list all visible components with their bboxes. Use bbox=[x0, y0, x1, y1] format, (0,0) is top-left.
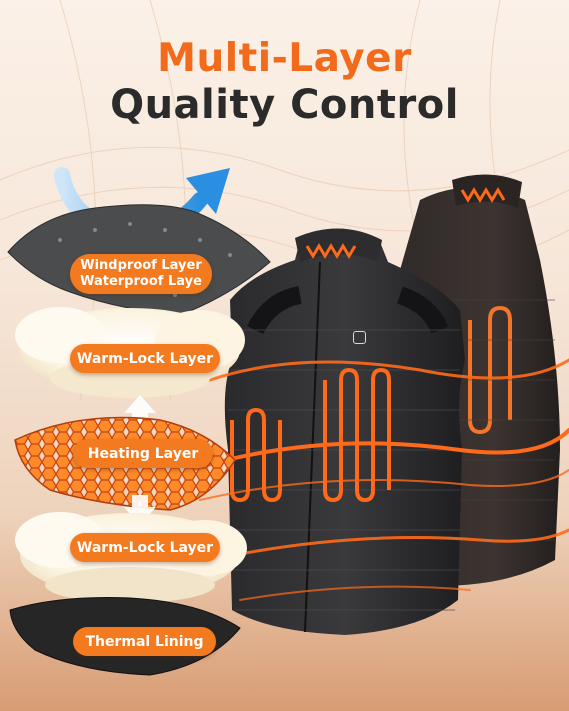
headline-main: Quality Control bbox=[110, 82, 459, 128]
layer-label-windproof: Windproof Layer Waterproof Laye bbox=[70, 254, 212, 294]
layer-label-heating: Heating Layer bbox=[73, 439, 213, 468]
down-arrow-icon bbox=[124, 495, 156, 525]
layer-label-warm-lock-bottom: Warm-Lock Layer bbox=[70, 533, 220, 562]
layer-label-windproof-line1: Windproof Layer bbox=[80, 258, 202, 273]
headline-accent: Multi-Layer bbox=[157, 36, 412, 81]
front-vest bbox=[224, 228, 465, 635]
power-button-icon bbox=[353, 331, 366, 344]
heat-waves bbox=[188, 358, 569, 601]
layer-label-thermal-lining: Thermal Lining bbox=[73, 627, 216, 656]
layer-label-warm-lock-top: Warm-Lock Layer bbox=[70, 344, 220, 373]
layer-label-windproof-line2: Waterproof Laye bbox=[80, 274, 202, 289]
